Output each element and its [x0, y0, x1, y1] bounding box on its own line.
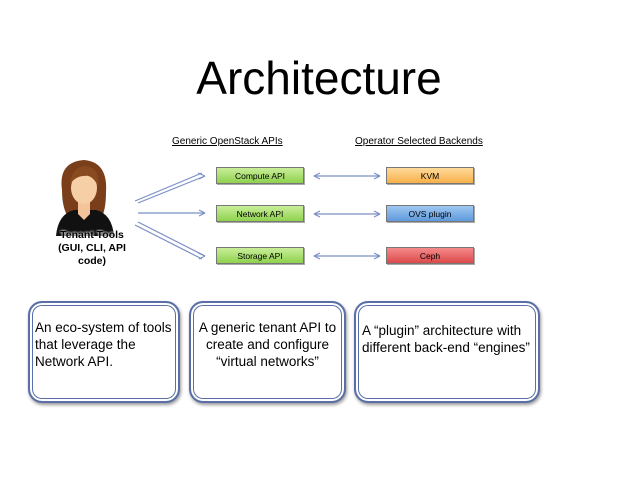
network-api-box: Network API	[216, 205, 304, 222]
slide-title: Architecture	[196, 52, 442, 104]
tenant-line-1: Tenant Tools	[60, 229, 124, 241]
card-generic-api: A generic tenant API to create and confi…	[189, 301, 346, 403]
ceph-box: Ceph	[386, 247, 474, 264]
storage-api-box: Storage API	[216, 247, 304, 264]
arrow-tenant-storage	[137, 221, 206, 257]
arrow-tenant-compute	[137, 175, 206, 204]
kvm-box: KVM	[386, 167, 474, 184]
ovs-plugin-box: OVS plugin	[386, 205, 474, 222]
card-ecosystem: An eco-system of tools that leverage the…	[28, 301, 180, 403]
header-generic-apis: Generic OpenStack APIs	[172, 136, 283, 147]
tenant-line-2: (GUI, CLI, API	[58, 242, 126, 254]
tenant-tools-label: Tenant Tools (GUI, CLI, API code)	[48, 229, 136, 268]
card-plugin-architecture: A “plugin” architecture with different b…	[354, 301, 540, 403]
tenant-line-3: code)	[77, 255, 106, 267]
header-backends: Operator Selected Backends	[355, 136, 483, 147]
compute-api-box: Compute API	[216, 167, 304, 184]
